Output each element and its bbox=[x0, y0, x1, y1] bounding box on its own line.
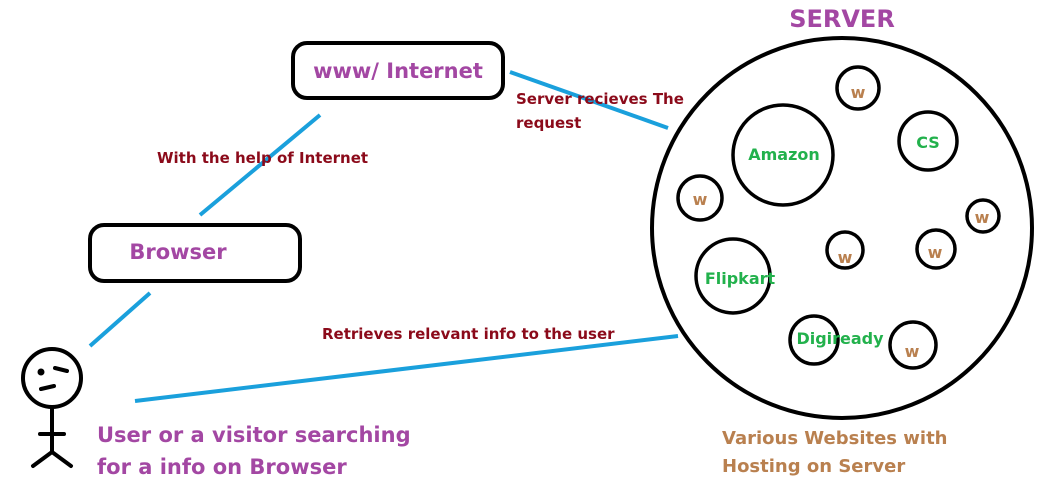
internet-node: www/ Internet bbox=[291, 41, 505, 100]
user-leg-right bbox=[50, 450, 73, 468]
website-placeholder-label: w bbox=[693, 190, 708, 209]
user-caption-line2: for a info on Browser bbox=[97, 455, 347, 479]
website-placeholder-label: w bbox=[851, 83, 866, 102]
connector-browser-internet bbox=[198, 113, 322, 217]
server-caption-line1: Various Websites with bbox=[722, 428, 948, 449]
website-amazon-circle bbox=[731, 103, 835, 207]
browser-node: Browser bbox=[88, 223, 302, 283]
internet-box bbox=[291, 41, 505, 100]
website-placeholder-circle bbox=[915, 228, 957, 270]
website-placeholder-circle bbox=[825, 230, 865, 270]
connector-internet-server bbox=[509, 70, 669, 130]
connector-server-user bbox=[134, 334, 679, 403]
website-amazon-label: Amazon bbox=[748, 145, 820, 164]
website-placeholder-circle bbox=[676, 174, 724, 222]
website-placeholder-circle bbox=[965, 198, 1001, 234]
website-placeholder-circle bbox=[835, 65, 881, 111]
website-placeholder-label: w bbox=[975, 208, 990, 227]
website-placeholder-label: w bbox=[905, 342, 920, 361]
server-caption-line2: Hosting on Server bbox=[722, 456, 905, 477]
website-digiready-circle bbox=[788, 314, 840, 366]
user-eye-right bbox=[53, 366, 69, 373]
edge-label-server-user: Retrieves relevant info to the user bbox=[322, 325, 615, 343]
connector-user-browser bbox=[88, 291, 152, 348]
user-mouth bbox=[39, 384, 56, 391]
edge-label-internet-server-line1: Server recieves The bbox=[516, 90, 684, 108]
website-flipkart-circle bbox=[694, 237, 772, 315]
browser-label: Browser bbox=[129, 240, 227, 264]
website-cs-circle bbox=[897, 110, 959, 172]
internet-label: www/ Internet bbox=[313, 59, 483, 83]
user-leg-left bbox=[31, 450, 54, 468]
server-title: SERVER bbox=[789, 5, 895, 33]
website-flipkart-label: Flipkart bbox=[705, 269, 776, 288]
browser-box bbox=[88, 223, 302, 283]
website-placeholder-circle bbox=[888, 320, 938, 370]
edge-label-internet-server-line2: request bbox=[516, 114, 581, 132]
user-figure bbox=[21, 347, 83, 468]
website-placeholder-label: w bbox=[928, 243, 943, 262]
user-eye-left bbox=[37, 368, 45, 376]
website-digiready-label: Digiready bbox=[796, 329, 884, 348]
server-node: Amazon CS Flipkart Digiready w w w w w w bbox=[650, 36, 1034, 420]
edge-label-browser-internet: With the help of Internet bbox=[157, 149, 368, 167]
user-head bbox=[21, 347, 83, 409]
user-caption-line1: User or a visitor searching bbox=[97, 423, 411, 447]
website-placeholder-label: w bbox=[838, 248, 853, 267]
website-cs-label: CS bbox=[916, 133, 940, 152]
